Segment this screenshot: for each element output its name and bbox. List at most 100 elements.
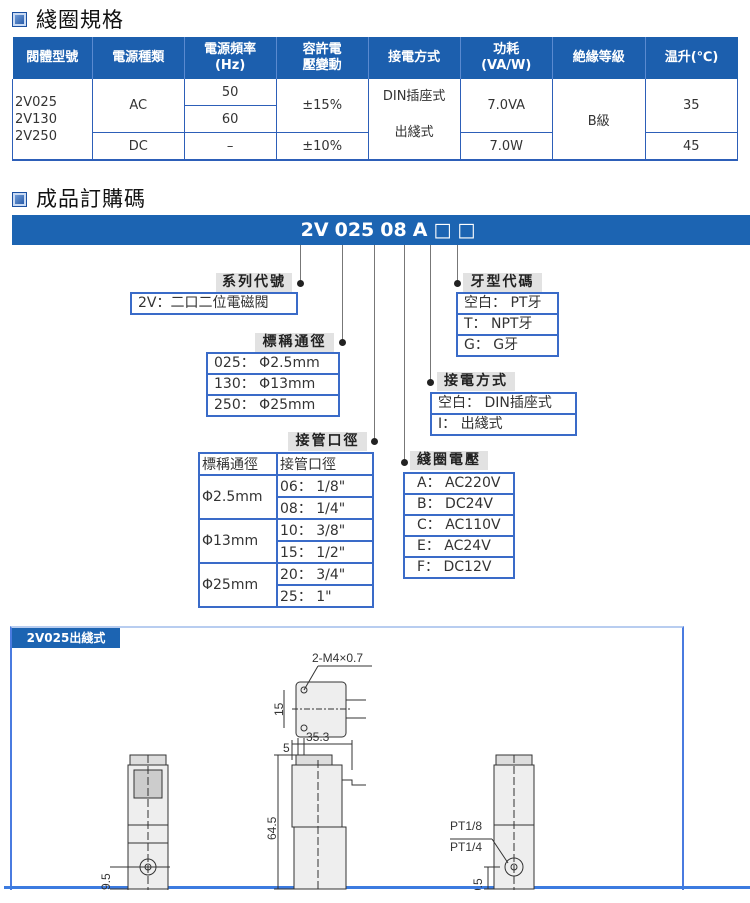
code-bore: 025 <box>334 219 375 241</box>
code-voltage: A <box>412 219 428 241</box>
ac-freq-60: 60 <box>183 105 277 133</box>
col-power-l1: 功耗 <box>493 42 520 57</box>
table-row: 15： 1/2" <box>199 540 374 564</box>
dc-temp: 45 <box>644 132 739 160</box>
thread-box: 空白： PT牙 T： NPT牙 G： G牙 <box>456 292 559 357</box>
port-bore: Φ13mm <box>198 518 278 564</box>
col-temp-rise: 温升(℃) <box>645 37 738 79</box>
col-frequency-l1: 電源頻率 <box>204 42 257 57</box>
voltage-option: E： AC24V <box>405 537 513 558</box>
dc-power: 7.0W <box>459 132 553 160</box>
coil-spec-table: 閥體型號 電源種類 電源頻率(Hz) 容許電壓變動 接電方式 功耗(VA/W) … <box>12 37 739 161</box>
dim-9-5-left: 9.5 <box>99 873 113 890</box>
bullet-dot-icon <box>401 459 408 466</box>
table-row: 25： 1" <box>199 584 374 608</box>
bullet-dot-icon <box>297 280 304 287</box>
side-view <box>274 740 366 890</box>
connector-line <box>342 245 343 342</box>
spec-section-title: 綫圈規格 <box>36 8 124 32</box>
connector-line <box>430 245 431 382</box>
model: 2V025 <box>15 94 57 110</box>
drawing-title: 2V025出綫式 <box>12 628 120 648</box>
dim-pt14: PT1/4 <box>450 840 482 854</box>
connector-line <box>374 245 375 441</box>
bore-option: 025： Φ2.5mm <box>208 354 338 375</box>
code-connection: □ <box>433 219 452 241</box>
col-tolerance-l2: 壓變動 <box>302 58 342 73</box>
port-size: 06： 1/8" <box>276 474 374 498</box>
port-col-size: 接管口徑 <box>276 452 374 476</box>
dim-screw: 2-M4×0.7 <box>312 651 363 665</box>
connection-wire: 出綫式 <box>394 125 434 140</box>
dim-9-5-right: 9.5 <box>471 878 485 890</box>
connection-option: 空白： DIN插座式 <box>432 394 575 415</box>
port-size: 20： 3/4" <box>276 562 374 586</box>
model: 2V250 <box>15 128 57 144</box>
dc-type: DC <box>91 132 185 160</box>
ac-power: 7.0VA <box>459 79 553 133</box>
col-tolerance: 容許電壓變動 <box>276 37 369 79</box>
col-tolerance-l1: 容許電 <box>302 42 342 57</box>
port-label: 接管口徑 <box>288 432 367 451</box>
dim-5: 5 <box>283 741 290 755</box>
bore-option: 250： Φ25mm <box>214 397 316 413</box>
model: 2V130 <box>15 111 57 127</box>
front-view <box>110 754 170 890</box>
bottom-divider <box>4 886 750 889</box>
connection-box: 空白： DIN插座式 I： 出綫式 <box>430 392 577 436</box>
voltage-box: A： AC220V B： DC24V C： AC110V E： AC24V F：… <box>403 472 515 579</box>
col-insulation: 絶緣等級 <box>552 37 646 79</box>
dim-15: 15 <box>272 702 286 716</box>
connector-line <box>300 245 301 283</box>
dim-35-3: 35.3 <box>306 730 330 744</box>
drawing-frame <box>10 626 684 890</box>
bullet-dot-icon <box>339 339 346 346</box>
insulation: B級 <box>551 79 646 160</box>
thread-option: T： NPT牙 <box>458 315 557 336</box>
dc-tolerance: ±10% <box>275 132 369 160</box>
bore-label: 標稱通徑 <box>255 333 334 352</box>
voltage-option: B： DC24V <box>405 495 513 516</box>
connection-cell: DIN插座式出綫式 <box>367 79 461 160</box>
connection-din: DIN插座式 <box>382 89 446 104</box>
thread-label: 牙型代碼 <box>463 273 542 292</box>
voltage-option: A： AC220V <box>405 474 513 495</box>
port-bore: Φ2.5mm <box>198 474 278 520</box>
connector-line <box>404 245 405 462</box>
col-power-l2: (VA/W) <box>481 58 532 73</box>
col-frequency: 電源頻率(Hz) <box>184 37 277 79</box>
port-size: 08： 1/4" <box>276 496 374 520</box>
order-section-title: 成品訂購碼 <box>36 187 146 211</box>
voltage-option: C： AC110V <box>405 516 513 537</box>
series-label: 系列代號 <box>216 273 292 292</box>
table-header-row: 閥體型號 電源種類 電源頻率(Hz) 容許電壓變動 接電方式 功耗(VA/W) … <box>12 37 738 79</box>
bullet-dot-icon <box>371 438 378 445</box>
code-series: 2V <box>300 219 329 241</box>
dim-pt18: PT1/8 <box>450 819 482 833</box>
bullet-dot-icon <box>454 280 461 287</box>
ac-type: AC <box>91 79 185 133</box>
port-size: 10： 3/8" <box>276 518 374 542</box>
table-row: DC – ±10% 7.0W 45 <box>13 132 739 160</box>
valve-dimension-drawing: 2-M4×0.7 15 5 9.5 22 35.3 64.5 <box>99 651 535 890</box>
port-bore: Φ25mm <box>198 562 278 608</box>
dim-64-5: 64.5 <box>265 816 279 840</box>
col-power-type: 電源種類 <box>92 37 185 79</box>
series-option: 2V：二口二位電磁閥 <box>138 295 269 311</box>
ac-tolerance: ±15% <box>275 79 369 133</box>
bore-box: 025： Φ2.5mm 130： Φ13mm 250： Φ25mm <box>206 352 340 417</box>
bullet-dot-icon <box>427 379 434 386</box>
bore-option: 130： Φ13mm <box>208 375 338 396</box>
voltage-label: 綫圈電壓 <box>410 451 488 470</box>
rear-view <box>450 754 535 890</box>
port-size: 25： 1" <box>276 584 374 608</box>
port-col-bore: 標稱通徑 <box>198 452 278 476</box>
